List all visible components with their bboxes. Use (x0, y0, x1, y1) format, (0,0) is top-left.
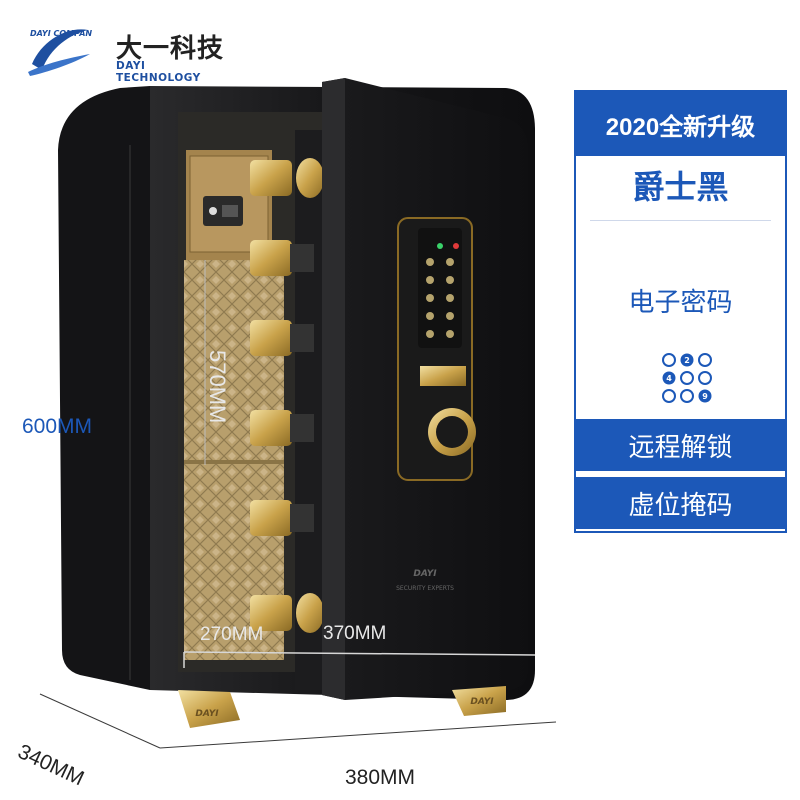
depth-line (39, 693, 161, 749)
dim-width-outer: 380MM (345, 766, 416, 789)
feature-panel: 2020全新升级 爵士黑 电子密码 2 4 9 远程解锁 虚位掩码 (574, 90, 787, 533)
brand-logo-icon: DAYI COMPANY (28, 29, 92, 76)
panel-feature-remote-unlock: 远程解锁 (576, 419, 785, 471)
keypad-icon: 2 4 9 (662, 353, 712, 403)
brand-subtitle: DAYI TECHNOLOGY (116, 60, 201, 84)
brand-logo-text: DAYI COMPANY (30, 29, 92, 38)
panel-feature-virtual-code: 虚位掩码 (576, 477, 785, 529)
dim-height-inner: 570MM (205, 350, 230, 424)
panel-header: 2020全新升级 (576, 92, 785, 156)
panel-color-name: 爵士黑 (632, 168, 729, 206)
keypad-digit-4: 4 (666, 374, 672, 383)
keypad-digit-9: 9 (702, 392, 708, 401)
dim-width-inner-left: 270MM (200, 624, 264, 645)
keypad-digit-2: 2 (684, 356, 690, 365)
door-slogan-text: SECURITY EXPERTS (396, 585, 454, 592)
dim-width-inner-right: 370MM (323, 623, 387, 644)
foot-badge-left: DAYI (195, 709, 219, 719)
door-handle-bar (420, 366, 466, 386)
dim-height-outer: 600MM (22, 415, 93, 438)
panel-feature-password: 电子密码 (628, 288, 733, 318)
inner-width-line (183, 651, 536, 656)
brand-block: DAYI COMPANY 大一科技 DAYI TECHNOLOGY (24, 20, 225, 84)
safe-foot-left (178, 690, 240, 728)
safe-foot-right (452, 686, 506, 716)
brand-name: 大一科技 (116, 34, 225, 64)
door-brand-text: DAYI (413, 569, 437, 579)
panel-divider-1 (590, 220, 771, 221)
door-bolts (250, 158, 324, 633)
foot-badge-right: DAYI (470, 697, 494, 707)
safe-side-panel (58, 86, 150, 690)
outer-width-line (159, 721, 557, 749)
